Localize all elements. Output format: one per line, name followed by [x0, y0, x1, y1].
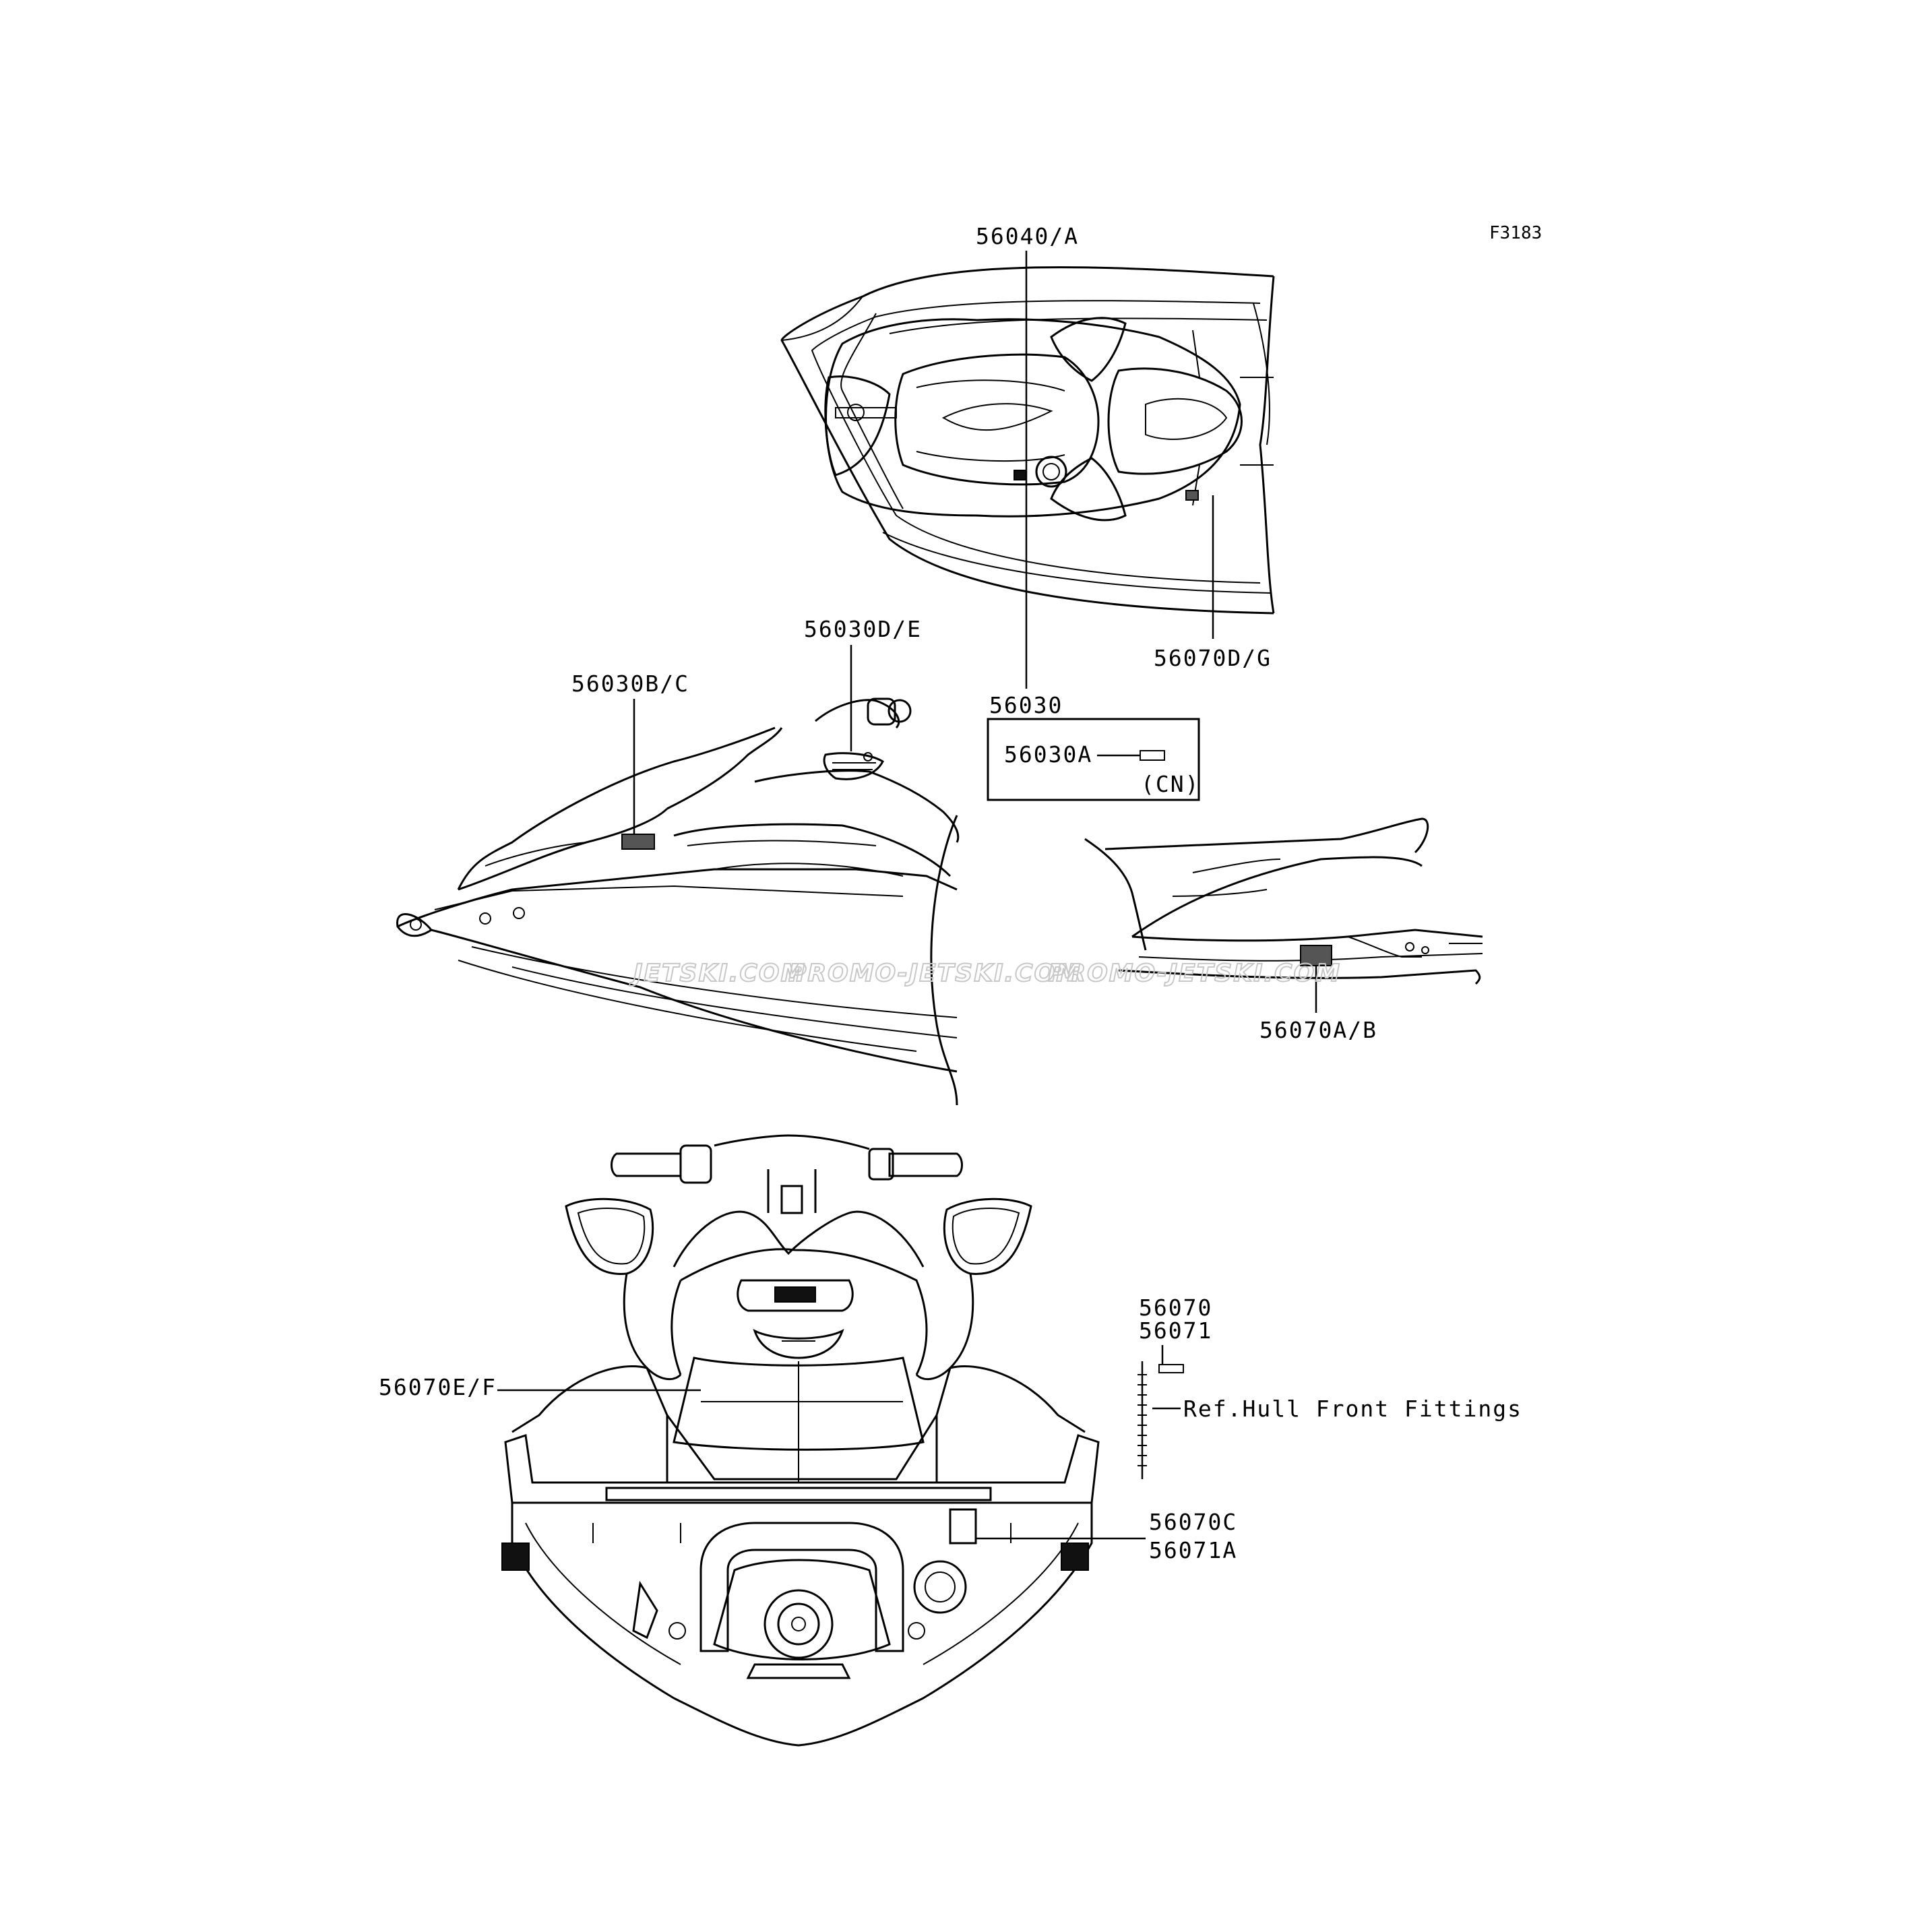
rear-view-drawing [501, 1134, 1100, 1747]
cn-variant-box: 56030A (CN) [987, 718, 1200, 801]
callout-cn: (CN) [1141, 771, 1199, 797]
label-56070C-marker [949, 1508, 977, 1545]
side-view-front-drawing [396, 697, 960, 1106]
label-56070AB-marker [1300, 945, 1332, 966]
callout-56030A: 56030A [1004, 741, 1092, 768]
callout-56030DE: 56030D/E [804, 616, 922, 642]
callout-56040A: 56040/A [976, 223, 1079, 249]
callout-56070: 56070 [1139, 1295, 1212, 1321]
callout-56070C: 56070C [1149, 1509, 1237, 1535]
label-56030-marker [1014, 470, 1027, 480]
callout-56030BC: 56030B/C [571, 671, 689, 697]
callout-56070EF: 56070E/F [379, 1374, 497, 1400]
callout-56071A: 56071A [1149, 1537, 1237, 1563]
label-56030BC-marker [621, 834, 655, 850]
watermark-1: JETSKI.COM [629, 960, 806, 987]
callout-56071: 56071 [1139, 1317, 1212, 1344]
watermark-3: PROMO-JETSKI.COM [1048, 960, 1341, 987]
callout-56070DG: 56070D/G [1154, 645, 1272, 671]
callout-ref-hull-front-fittings: Ref.Hull Front Fittings [1183, 1396, 1522, 1422]
side-view-rear-drawing [1084, 817, 1483, 985]
callout-56030: 56030 [989, 692, 1063, 718]
figure-id: F3183 [1489, 223, 1542, 243]
callout-56070AB: 56070A/B [1259, 1017, 1377, 1043]
top-view-drawing [780, 266, 1275, 615]
hull-front-fittings-ref: 56070 56071 Ref.Hull Front Fittings [1138, 1295, 1522, 1479]
watermark-2: PROMO-JETSKI.COM [788, 960, 1082, 987]
